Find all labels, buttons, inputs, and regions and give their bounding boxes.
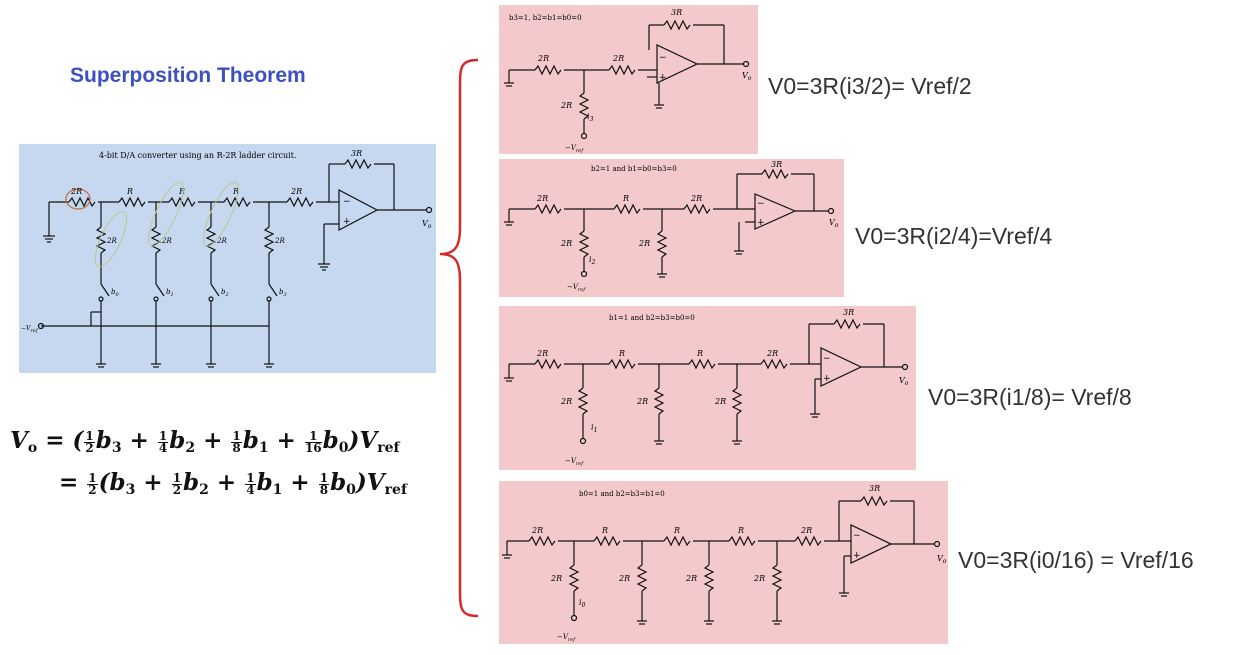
case-caption-b2: b2=1 and b1=b0=b3=0	[591, 165, 677, 173]
svg-text:2R: 2R	[690, 194, 702, 203]
svg-text:R: R	[618, 349, 625, 358]
svg-text:2R: 2R	[560, 397, 572, 406]
case-caption-b3: b3=1, b2=b1=b0=0	[509, 14, 582, 22]
case-circuit-b3: b3=1, b2=b1=b0=0 − + 2R 2R 3R 2R Vo	[504, 8, 752, 154]
curly-brace	[439, 58, 479, 618]
highlight-ellipse-2	[148, 181, 184, 247]
svg-text:Vo: Vo	[829, 218, 839, 229]
main-circuit-caption: 4-bit D/A converter using an R-2R ladder…	[99, 151, 296, 160]
svg-text:−Vref: −Vref	[565, 144, 584, 154]
svg-text:2R: 2R	[618, 574, 630, 583]
result-b2: V0=3R(i2/4)=Vref/4	[855, 223, 1053, 249]
svg-text:i0: i0	[579, 598, 586, 609]
case-caption-b0: b0=1 and b2=b3=b1=0	[579, 490, 665, 498]
highlight-circle	[65, 188, 91, 210]
svg-text:2R: 2R	[550, 574, 562, 583]
switch-label-b0: b0	[111, 288, 119, 298]
case-panel-b3: b3=1, b2=b1=b0=0 − + 2R 2R 3R 2R Vo	[499, 5, 758, 154]
highlight-ellipse-3	[203, 181, 239, 247]
case-circuit-b1: b1=1 and b2=b3=b0=0	[504, 308, 909, 467]
svg-text:2R: 2R	[800, 526, 812, 535]
svg-text:Vo: Vo	[899, 376, 909, 387]
switch-label-b2: b2	[221, 288, 229, 298]
main-label-3r: 3R	[351, 149, 362, 158]
main-label-2r-b0: 2R	[106, 237, 117, 245]
main-label-2r-b: 2R	[290, 187, 302, 196]
svg-text:2R: 2R	[766, 349, 778, 358]
slide-title: Superposition Theorem	[70, 64, 306, 87]
svg-text:2R: 2R	[685, 574, 697, 583]
main-label-vo: Vo	[422, 219, 432, 230]
result-b1: V0=3R(i1/8)= Vref/8	[928, 384, 1132, 410]
main-label-2r-b1: 2R	[161, 237, 172, 245]
main-label-2r-b3: 2R	[274, 237, 285, 245]
svg-text:−: −	[659, 53, 667, 63]
svg-text:2R: 2R	[714, 397, 726, 406]
svg-text:2R: 2R	[537, 54, 549, 63]
case-circuit-b0: b0=1 and b2=b3=b1=0	[502, 484, 947, 643]
main-circuit-panel: 4-bit D/A converter using an R-2R ladder…	[19, 144, 436, 373]
svg-text:−: −	[823, 354, 831, 364]
main-circuit-diagram: 4-bit D/A converter using an R-2R ladder…	[21, 149, 433, 368]
svg-text:+: +	[853, 551, 861, 561]
svg-text:2R: 2R	[638, 239, 650, 248]
svg-text:−: −	[343, 197, 351, 207]
svg-text:2R: 2R	[531, 526, 543, 535]
svg-text:2R: 2R	[753, 574, 765, 583]
main-label-r-a: R	[126, 187, 133, 196]
main-label-2r-b2: 2R	[216, 237, 227, 245]
svg-text:2R: 2R	[536, 349, 548, 358]
svg-text:2R: 2R	[560, 239, 572, 248]
svg-text:R: R	[696, 349, 703, 358]
main-branches	[95, 202, 275, 284]
case-panel-b0: b0=1 and b2=b3=b1=0	[499, 481, 948, 644]
result-b0: V0=3R(i0/16) = Vref/16	[958, 547, 1194, 573]
svg-text:3R: 3R	[869, 484, 880, 493]
svg-text:Vo: Vo	[742, 71, 752, 82]
svg-text:+: +	[757, 218, 765, 228]
svg-text:2R: 2R	[636, 397, 648, 406]
svg-text:+: +	[659, 73, 667, 83]
switch-label-b1: b1	[166, 288, 174, 298]
svg-text:i3: i3	[587, 112, 594, 123]
svg-text:2R: 2R	[536, 194, 548, 203]
main-opamp	[338, 189, 379, 231]
svg-text:i1: i1	[591, 423, 597, 434]
case-circuit-b2: b2=1 and b1=b0=b3=0 − + 2R	[504, 160, 839, 293]
svg-text:2R: 2R	[612, 54, 624, 63]
svg-text:3R: 3R	[671, 8, 682, 17]
svg-text:+: +	[823, 374, 831, 384]
switch-label-b3: b3	[279, 288, 287, 298]
svg-text:−: −	[757, 199, 765, 209]
svg-text:R: R	[601, 526, 608, 535]
result-b3: V0=3R(i3/2)= Vref/2	[768, 73, 972, 99]
case-caption-b1: b1=1 and b2=b3=b0=0	[609, 314, 695, 322]
main-label-2r-a: 2R	[70, 187, 82, 196]
svg-text:2R: 2R	[560, 101, 572, 110]
svg-text:Vo: Vo	[937, 554, 947, 565]
main-label-r-c: R	[232, 187, 239, 196]
svg-text:+: +	[343, 217, 351, 227]
svg-text:−: −	[853, 531, 861, 541]
svg-text:−Vref: −Vref	[567, 283, 586, 293]
svg-text:i2: i2	[589, 255, 596, 266]
svg-text:R: R	[737, 526, 744, 535]
case-panel-b1: b1=1 and b2=b3=b0=0	[499, 306, 916, 470]
svg-text:−Vref: −Vref	[565, 457, 584, 467]
case-panel-b2: b2=1 and b1=b0=b3=0 − + 2R	[499, 159, 844, 297]
svg-text:3R: 3R	[771, 160, 782, 169]
main-label-vref: −Vref	[21, 325, 39, 334]
svg-text:R: R	[622, 194, 629, 203]
svg-text:3R: 3R	[843, 308, 854, 317]
svg-text:−Vref: −Vref	[557, 633, 576, 643]
main-label-r-b: R	[178, 187, 185, 196]
highlight-ellipse-1	[94, 210, 128, 268]
svg-text:R: R	[673, 526, 680, 535]
